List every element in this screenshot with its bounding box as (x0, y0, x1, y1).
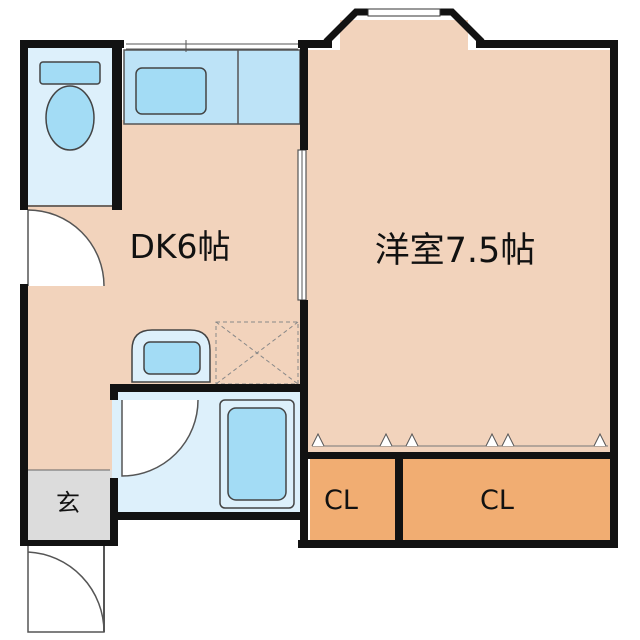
bathtub-basin (227, 407, 287, 501)
walls (20, 40, 618, 548)
closet-right-floor (402, 458, 610, 540)
label-closet-left: CL (324, 485, 358, 516)
toilet-bowl (45, 85, 95, 151)
closet-door-marks (311, 432, 607, 447)
western-room-floor (306, 50, 610, 452)
entrance-door (27, 545, 105, 633)
toilet-door (27, 209, 105, 287)
label-closet-right: CL (480, 485, 514, 516)
closet-left-floor (310, 458, 395, 540)
bath-door (121, 399, 199, 477)
kitchen-sink (135, 67, 207, 115)
dk-floor-lower (28, 385, 112, 470)
bay-window-glass (367, 8, 441, 17)
label-dk: DK6帖 (129, 227, 230, 266)
entrance-floor (28, 470, 112, 540)
washer-space-x2 (215, 321, 299, 385)
label-entrance: 玄 (56, 489, 80, 517)
label-western-room: 洋室7.5帖 (375, 231, 536, 271)
toilet-tank (39, 61, 101, 85)
bay-window-floor (340, 20, 468, 52)
washbasin-bowl (143, 341, 201, 375)
